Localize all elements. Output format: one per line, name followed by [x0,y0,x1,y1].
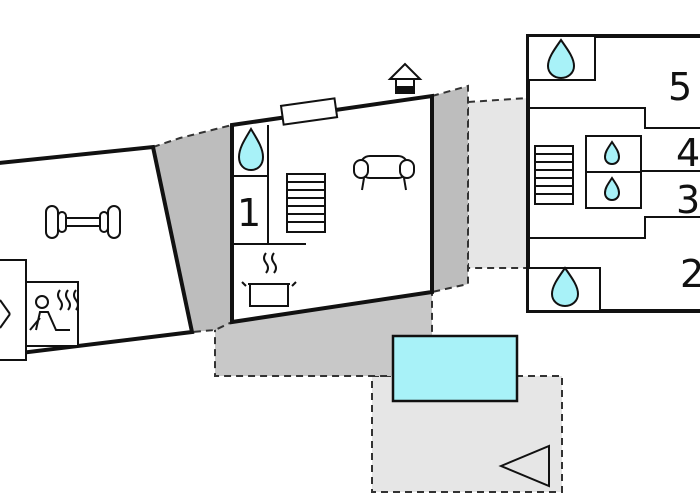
water-drop-icon [603,176,621,202]
annex-wall-room5 [528,107,700,129]
sofa-icon [353,155,415,191]
direction-arrow-icon [498,444,550,488]
room-number-4: 4 [676,131,700,175]
room-number-5: 5 [668,65,692,109]
room-number-1: 1 [237,191,261,235]
pool [391,334,519,403]
stairs-icon [286,173,326,233]
terrace-right [467,96,529,269]
covered-terrace-right [431,84,469,294]
house-icon [387,62,423,94]
annex-wall-room2 [528,216,700,239]
room-number-2: 2 [680,252,700,296]
water-drop-icon [603,140,621,166]
water-drop-icon [550,266,580,308]
dumbbell-icon [45,205,121,239]
annex-stairs-icon [534,145,574,205]
sauna-door-box [0,259,27,361]
roof-vent [279,97,339,126]
water-drop-icon [546,38,576,80]
sauna-icon [25,281,79,347]
main-house [230,93,434,325]
cooking-pot-icon [241,252,297,307]
room-number-3: 3 [676,178,700,222]
water-drop-icon [237,127,265,172]
